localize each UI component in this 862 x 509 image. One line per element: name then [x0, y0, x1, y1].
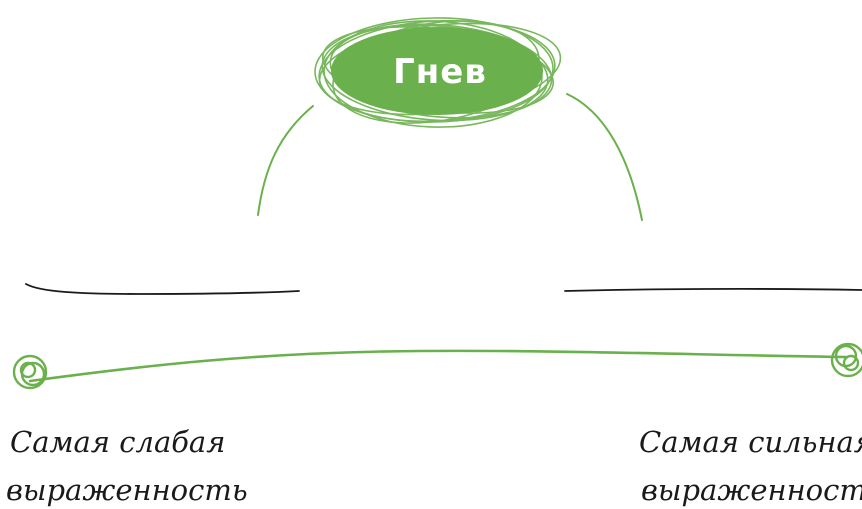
left-answer-line[interactable]: [25, 283, 300, 295]
badge-scribble: [314, 17, 562, 128]
min-label-line1: Самая слабая: [10, 425, 225, 459]
emotion-badge: Гнев: [314, 17, 562, 128]
emotion-label: Гнев: [393, 52, 487, 92]
scale-start-knot: [12, 354, 48, 390]
min-label-line2: выраженность: [6, 473, 248, 507]
max-label-line1: Самая сильная: [639, 425, 862, 459]
right-answer-line[interactable]: [564, 288, 862, 292]
left-arc: [257, 105, 314, 216]
max-label-line2: выраженность: [641, 473, 862, 507]
right-arc: [566, 93, 643, 221]
scale-line: [28, 349, 848, 383]
badge-fill: [331, 27, 543, 115]
intensity-scale: [12, 342, 862, 390]
scale-end-knot: [830, 342, 862, 378]
